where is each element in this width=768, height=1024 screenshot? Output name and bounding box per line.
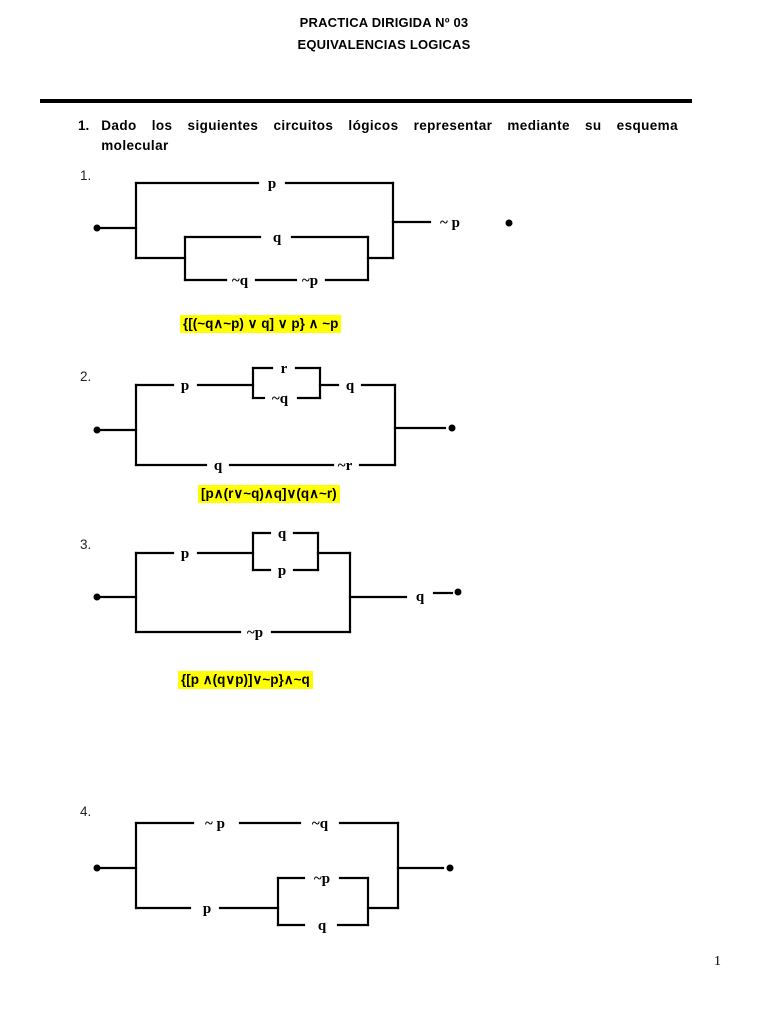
right-terminal-dot [448, 424, 456, 432]
right-terminal-dot [446, 864, 454, 872]
branch-label-not-p: ~p [247, 625, 263, 641]
branch-label-q-inner: q [278, 526, 287, 542]
instruction-text: Dado los siguientes circuitos lógicos re… [101, 118, 678, 153]
branch-label-p: p [181, 546, 189, 562]
branch-label-not-p-inner: ~p [314, 871, 330, 887]
branch-label-not-q: ~q [272, 391, 289, 407]
branch-label-p-bottom: p [203, 901, 211, 917]
output-label-not-p: ~ p [440, 215, 460, 231]
item-number-2: 2. [80, 369, 92, 384]
branch-label-q-inner: q [318, 918, 327, 934]
page-number: 1 [714, 954, 721, 969]
branch-label-p-inner: p [278, 563, 286, 579]
horizontal-rule [40, 99, 692, 103]
branch-label-r: r [281, 361, 288, 377]
branch-label-q: q [273, 230, 282, 246]
item-number-1: 1. [80, 168, 92, 183]
circuit-3-diagram: p q p ~p q [93, 526, 462, 641]
branch-label-not-q: ~q [232, 273, 249, 289]
instruction-number: 1. [78, 118, 90, 133]
circuit-2-diagram: p r ~q q q ~r [93, 361, 456, 474]
branch-label-q-top: q [346, 378, 355, 394]
branch-label-not-p-top: ~ p [205, 816, 225, 832]
item-number-4: 4. [80, 804, 92, 819]
circuit-4-diagram: ~ p ~q p ~p q [93, 816, 454, 934]
branch-label-not-q-top: ~q [312, 816, 329, 832]
document-header: PRACTICA DIRIGIDA Nº 03 EQUIVALENCIAS LO… [0, 12, 768, 56]
branch-label-q-bottom: q [214, 458, 223, 474]
formula-3: {[p ∧(q∨p)]∨~p}∧~q [178, 671, 313, 689]
instruction-paragraph: 1. Dado los siguientes circuitos lógicos… [78, 116, 678, 156]
branch-label-p: p [181, 378, 189, 394]
right-terminal-dot [454, 588, 462, 596]
branch-label-not-p: ~p [302, 273, 318, 289]
formula-1: {[(~q∧~p) ∨ q] ∨ p} ∧ ~p [180, 315, 342, 333]
right-terminal-dot [505, 219, 513, 227]
branch-label-not-r: ~r [338, 458, 353, 474]
branch-label-p: p [268, 176, 276, 192]
header-title-line1: PRACTICA DIRIGIDA Nº 03 [299, 15, 469, 30]
output-label-q: q [416, 589, 425, 605]
formula-2: [p∧(r∨~q)∧q]∨(q∧~r) [198, 485, 340, 503]
circuit-1-diagram: p q ~q ~p ~ p [93, 176, 513, 289]
header-title-line2: EQUIVALENCIAS LOGICAS [297, 37, 471, 52]
item-number-3: 3. [80, 537, 92, 552]
